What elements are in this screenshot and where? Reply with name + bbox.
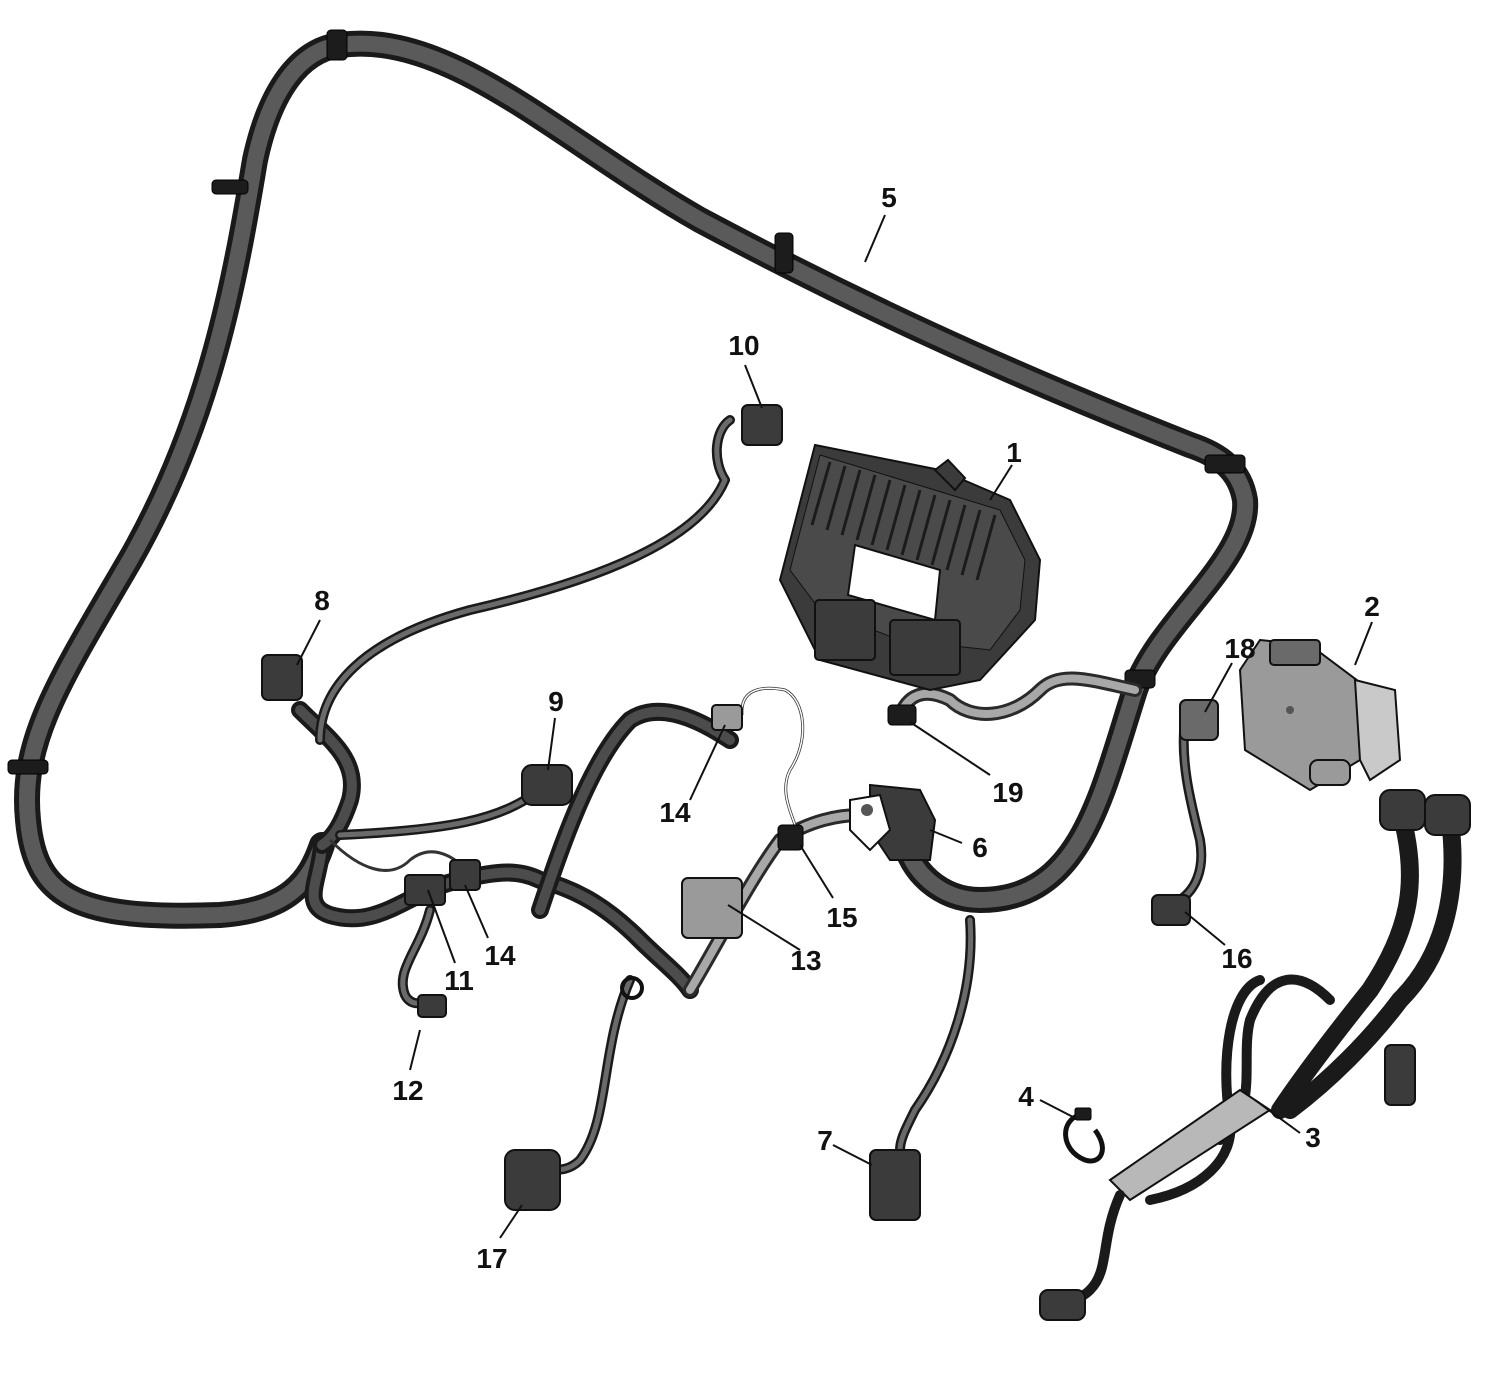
main-harness-loop <box>14 30 1259 929</box>
callout-8: 8 <box>314 585 330 616</box>
clip-item-19 <box>887 704 917 726</box>
callout-5: 5 <box>881 182 897 213</box>
thin-wires <box>315 415 1207 1175</box>
callout-11: 11 <box>444 965 474 996</box>
harness-clips <box>7 29 1246 775</box>
ring-terminal <box>620 976 644 1000</box>
cable-tie-item-4 <box>1063 1107 1105 1164</box>
connector-item-6 <box>849 783 937 861</box>
harness-clip <box>1204 454 1246 474</box>
ignition-coil-harness <box>1039 789 1471 1321</box>
harness-clip <box>774 232 794 274</box>
callout-labels: 1 2 3 4 5 6 7 8 9 10 11 12 13 14 14 15 1… <box>314 182 1380 1274</box>
callout-1: 1 <box>1006 437 1022 468</box>
callout-17: 17 <box>476 1243 507 1274</box>
connectors <box>261 404 1219 1221</box>
clamp-item-14-lower <box>449 859 481 891</box>
sensor-item-12 <box>417 994 447 1018</box>
callout-19: 19 <box>992 777 1023 808</box>
callout-2: 2 <box>1364 591 1380 622</box>
connector-item-7 <box>869 1149 921 1221</box>
light-wires <box>328 671 1142 997</box>
callout-18: 18 <box>1224 633 1255 664</box>
callout-13: 13 <box>790 945 821 976</box>
clamp-item-14 <box>711 704 743 731</box>
connector-item-10 <box>741 404 783 446</box>
connector-item-17 <box>504 1149 561 1211</box>
callout-7: 7 <box>817 1125 833 1156</box>
bracket-item-13 <box>681 877 743 939</box>
connector-item-11 <box>404 874 446 906</box>
harness-clip <box>7 759 49 775</box>
leader-lines <box>296 214 1373 1239</box>
harness-clip <box>211 179 249 195</box>
callout-14-upper: 14 <box>659 797 691 828</box>
callout-3: 3 <box>1305 1122 1321 1153</box>
callout-9: 9 <box>548 686 564 717</box>
callout-6: 6 <box>972 832 988 863</box>
callout-15: 15 <box>826 902 857 933</box>
module-item-2 <box>1238 638 1402 792</box>
callout-4: 4 <box>1018 1081 1034 1112</box>
clip-item-15 <box>777 824 804 851</box>
connector-item-9 <box>521 764 573 806</box>
connector-item-18 <box>1179 699 1219 741</box>
callout-12: 12 <box>392 1075 423 1106</box>
callout-16: 16 <box>1221 943 1252 974</box>
callout-10: 10 <box>728 330 759 361</box>
connector-item-8 <box>261 654 303 701</box>
callout-14-lower: 14 <box>484 940 516 971</box>
harness-clip <box>326 29 348 61</box>
ecm-module <box>778 443 1042 692</box>
connector-item-16 <box>1151 894 1191 926</box>
